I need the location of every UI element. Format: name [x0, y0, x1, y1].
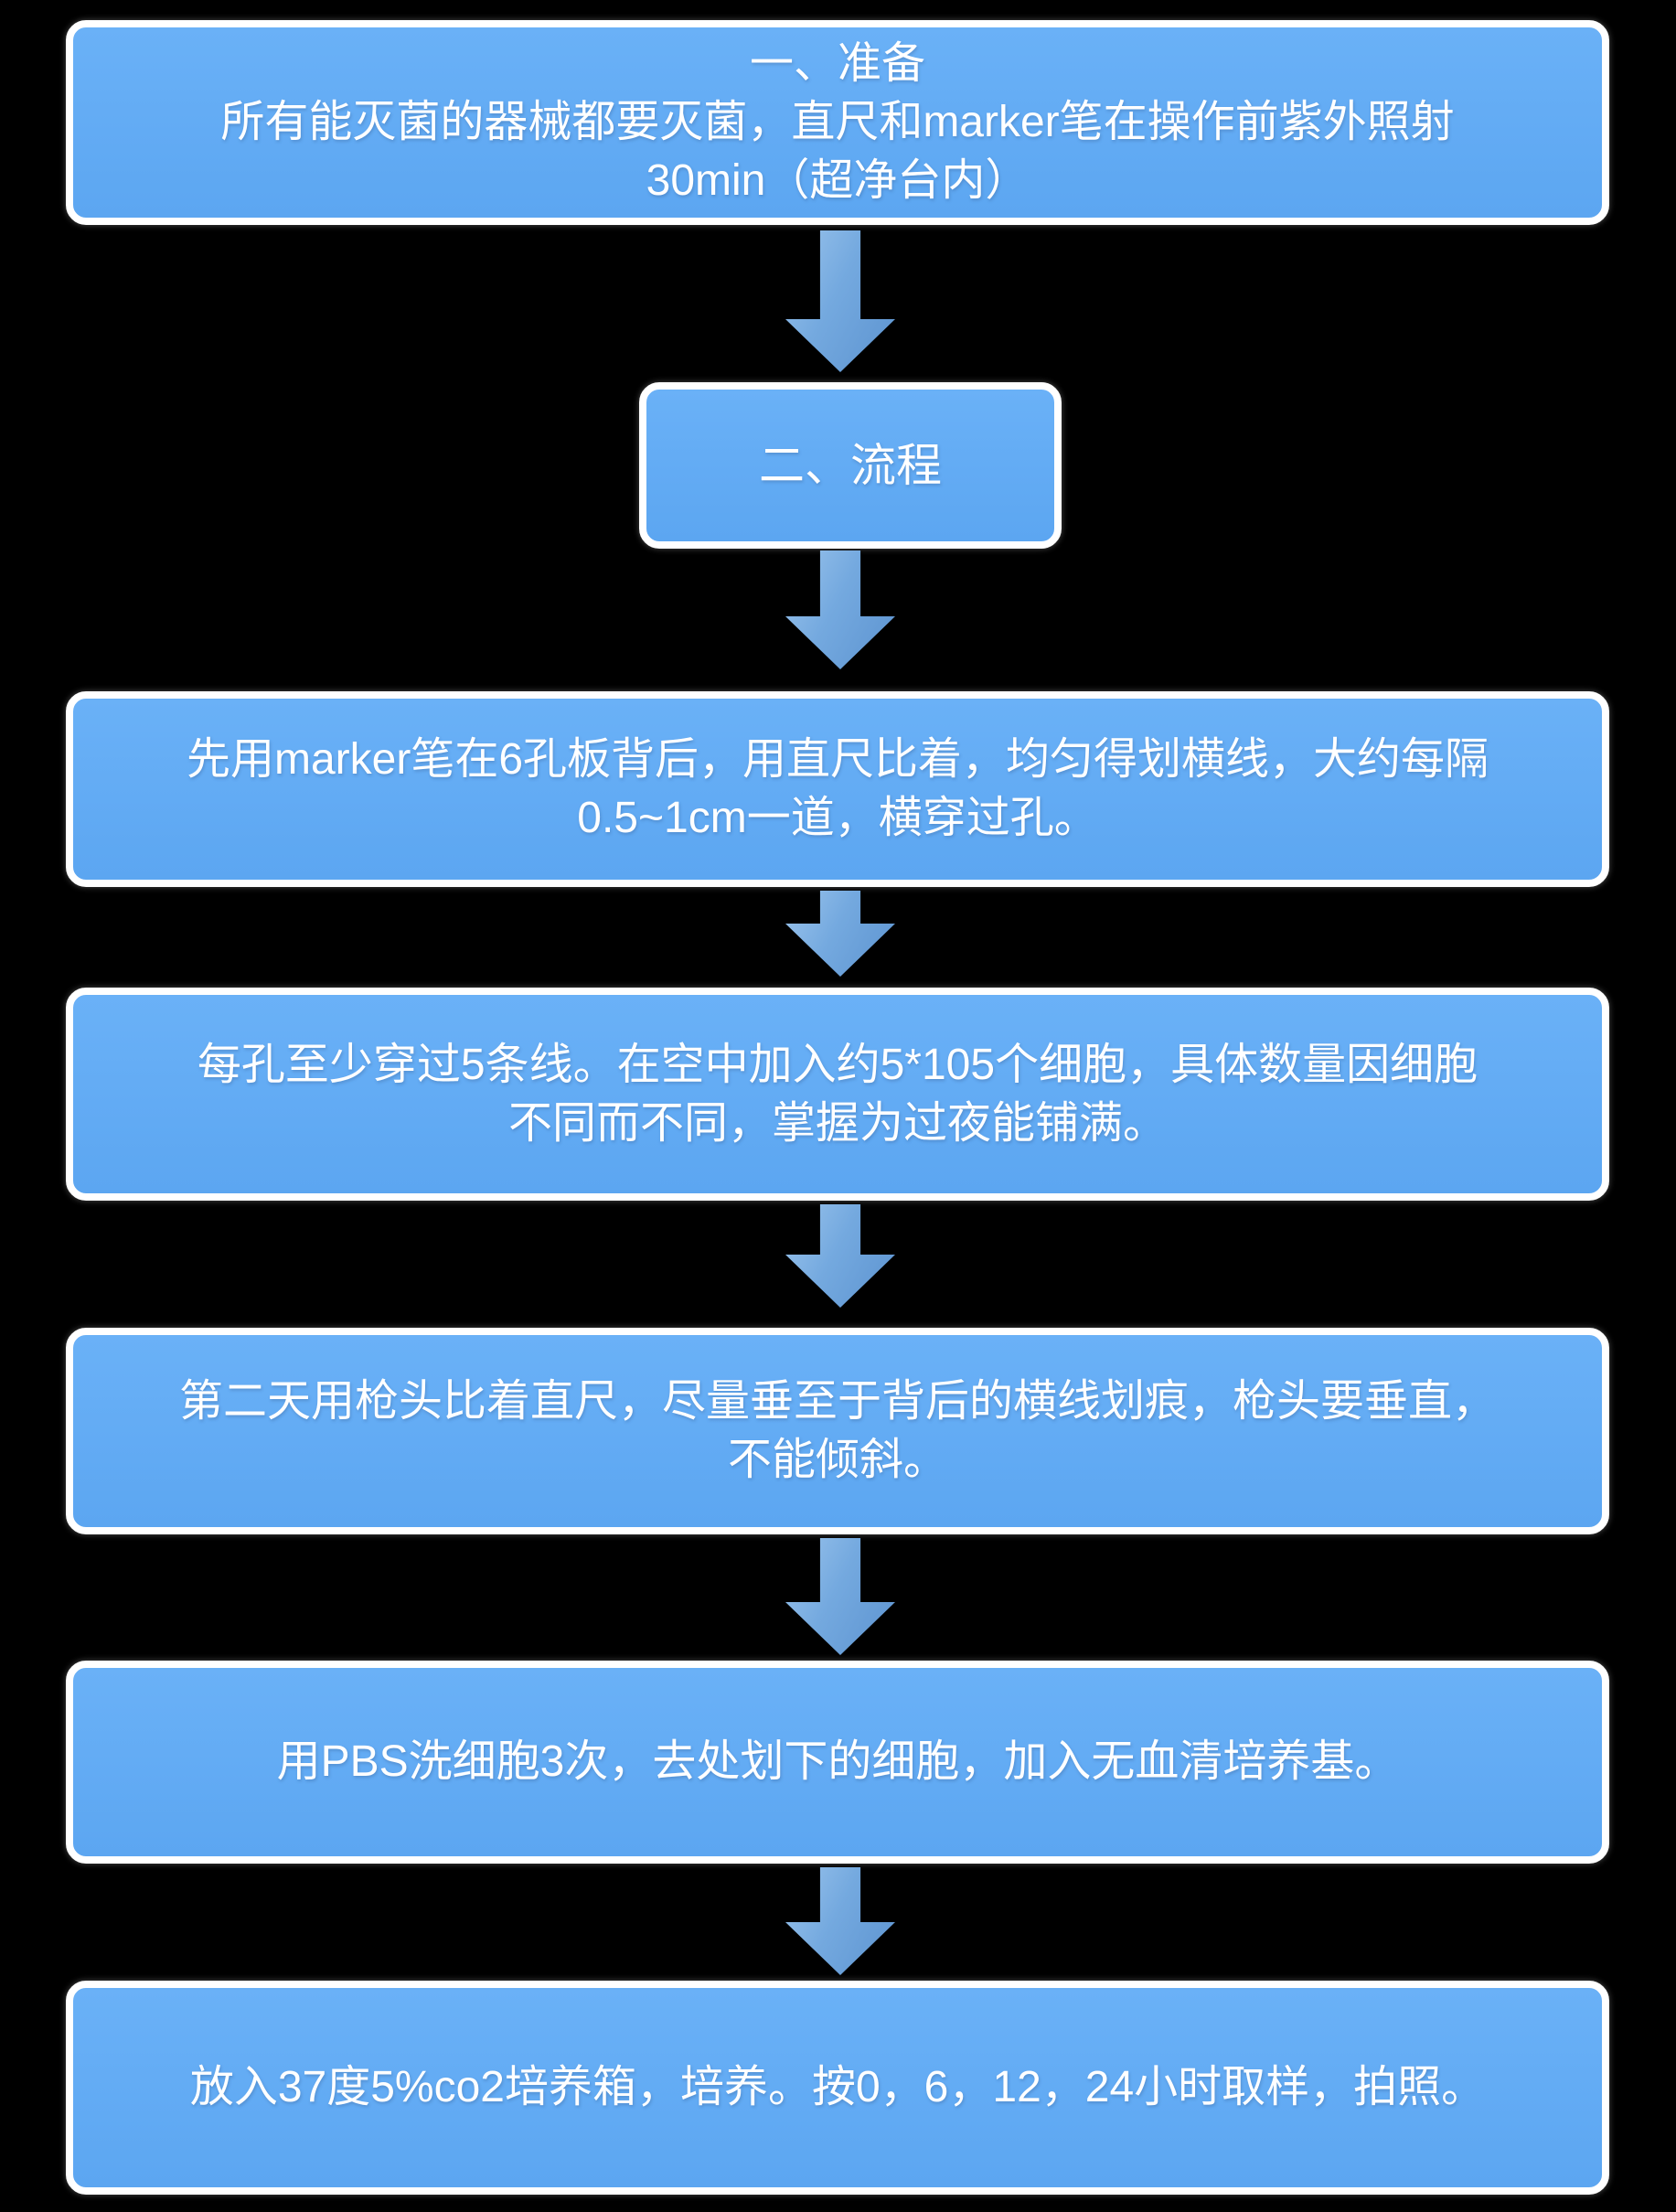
step-text-line: 0.5~1cm一道，横穿过孔。	[577, 794, 1098, 842]
step-text-line: 二、流程	[759, 440, 942, 491]
step-text-line: 用PBS洗细胞3次，去处划下的细胞，加入无血清培养基。	[276, 1737, 1399, 1786]
step-box-preparation: 一、准备 所有能灭菌的器械都要灭菌，直尺和marker笔在操作前紫外照射 30m…	[66, 20, 1609, 225]
step-text-line: 30min（超净台内）	[646, 156, 1030, 205]
step-text-line: 放入37度5%co2培养箱，培养。按0，6，12，24小时取样，拍照。	[189, 2063, 1486, 2111]
arrow-down-icon	[785, 1204, 895, 1308]
step-text-line: 一、准备	[749, 39, 925, 88]
step-box-seed-cells: 每孔至少穿过5条线。在空中加入约5*105个细胞，具体数量因细胞 不同而不同，掌…	[66, 988, 1609, 1201]
step-text-line: 先用marker笔在6孔板背后，用直尺比着，均匀得划横线，大约每隔	[186, 735, 1489, 784]
arrow-down-icon	[785, 1538, 895, 1655]
step-text-line: 不能倾斜。	[727, 1436, 947, 1484]
step-text-line: 不同而不同，掌握为过夜能铺满。	[507, 1098, 1167, 1148]
step-text-line: 所有能灭菌的器械都要灭菌，直尺和marker笔在操作前紫外照射	[220, 98, 1455, 146]
step-box-draw-lines: 先用marker笔在6孔板背后，用直尺比着，均匀得划横线，大约每隔 0.5~1c…	[66, 691, 1609, 887]
step-text-line: 每孔至少穿过5条线。在空中加入约5*105个细胞，具体数量因细胞	[197, 1040, 1479, 1089]
step-box-process-title: 二、流程	[639, 382, 1062, 549]
step-box-incubate: 放入37度5%co2培养箱，培养。按0，6，12，24小时取样，拍照。	[66, 1981, 1609, 2195]
step-box-scratch: 第二天用枪头比着直尺，尽量垂至于背后的横线划痕，枪头要垂直， 不能倾斜。	[66, 1328, 1609, 1534]
step-box-wash-pbs: 用PBS洗细胞3次，去处划下的细胞，加入无血清培养基。	[66, 1661, 1609, 1864]
arrow-down-icon	[785, 1867, 895, 1975]
arrow-down-icon	[785, 230, 895, 372]
arrow-down-icon	[785, 891, 895, 977]
step-text-line: 第二天用枪头比着直尺，尽量垂至于背后的横线划痕，枪头要垂直，	[178, 1377, 1496, 1426]
arrow-down-icon	[785, 550, 895, 669]
